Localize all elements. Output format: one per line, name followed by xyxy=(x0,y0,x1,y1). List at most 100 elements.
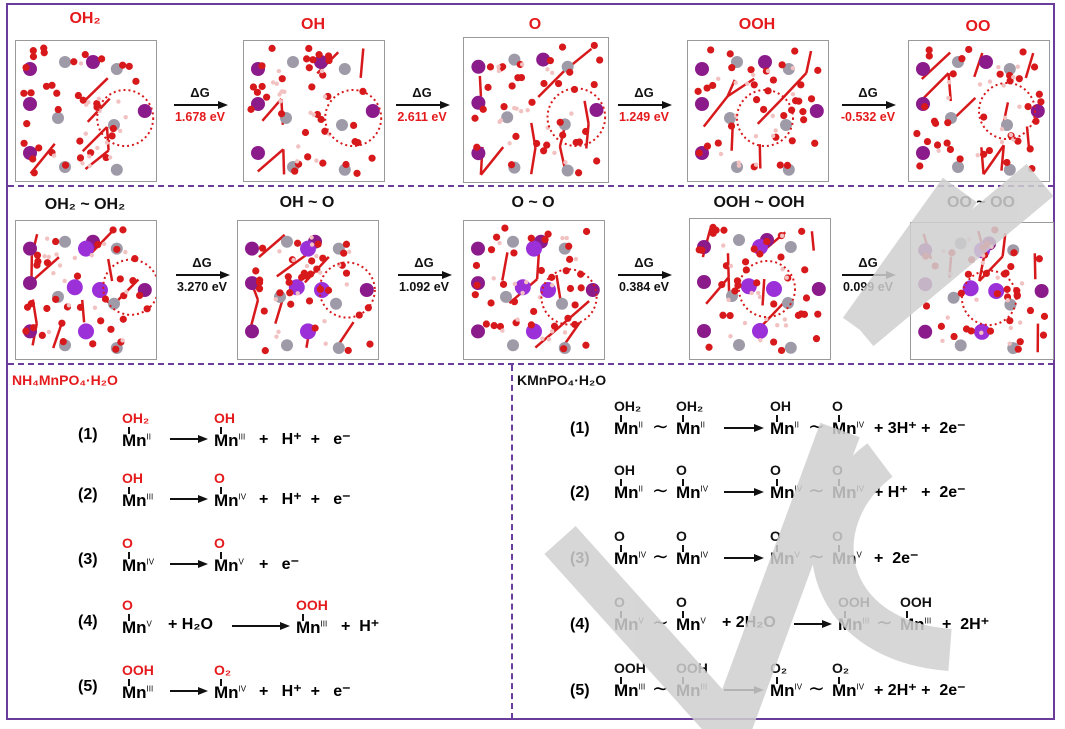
right-rx-4-arrow xyxy=(724,686,764,694)
right-rx-1-r2-metal: MnIV xyxy=(676,483,709,502)
right-rx-3-r1-ligand: O xyxy=(614,594,625,610)
right-rx-0-link2: ∼ xyxy=(808,416,825,438)
left-rx-3-arrow xyxy=(232,622,290,630)
left-rx-2-reactant-bond xyxy=(128,552,130,559)
left-rx-0-product-bond xyxy=(220,427,222,434)
top_row-label-2: O xyxy=(528,16,542,33)
top_row-energy-3: -0.532 eV xyxy=(840,110,896,124)
top_row-structure-0 xyxy=(15,40,157,182)
mid_row-crystal-3 xyxy=(695,223,826,355)
left-rx-2-product-ligand: O xyxy=(214,535,225,551)
right-rx-1-r1-ligand: OH xyxy=(614,462,635,478)
right-rx-0-r1-bond xyxy=(620,415,622,422)
right-rx-0-r2-metal: MnII xyxy=(676,419,705,438)
row-divider-1 xyxy=(8,185,1054,187)
right-panel-title: KMnPO₄·H₂O xyxy=(517,372,607,388)
right-rx-0-p2-ligand: O xyxy=(832,398,843,414)
top_row-label-1: OH xyxy=(301,16,325,33)
mid_row-dg-3: ΔG xyxy=(858,255,878,270)
right-rx-2-p1-metal: MnV xyxy=(770,549,800,568)
top_row-arrow-2 xyxy=(618,101,672,109)
mid_row-dg-1: ΔG xyxy=(414,255,434,270)
mid_row-energy-2: 0.384 eV xyxy=(618,280,670,294)
right-rx-1-p2-ligand: O xyxy=(832,462,843,478)
left-rx-3-reactant-ligand: O xyxy=(122,597,133,613)
right-rx-0-p1-bond xyxy=(776,415,778,422)
right-rx-4-r2-ligand: OOH xyxy=(676,660,708,676)
left-rx-4-product-bond xyxy=(220,679,222,686)
right-rx-2-r2-ligand: O xyxy=(676,528,687,544)
left-rx-1-reactant-bond xyxy=(128,487,130,494)
right-rx-1-link2: ∼ xyxy=(808,480,825,502)
right-rx-2-link1: ∼ xyxy=(652,546,669,568)
mid_row-crystal-4 xyxy=(918,226,1049,355)
right-rx-0-r2-ligand: OH₂ xyxy=(676,398,704,414)
right-rx-2-p2-metal: MnV xyxy=(832,549,862,568)
right-rx-1-r2-bond xyxy=(682,479,684,486)
left-rx-2-reactant-ligand: O xyxy=(122,535,133,551)
right-rx-2-number: (3) xyxy=(570,550,590,567)
left-rx-0-reactant-ligand: OH₂ xyxy=(122,410,150,426)
top_row-dg-3: ΔG xyxy=(858,85,878,100)
top_row-crystal-3 xyxy=(694,46,824,176)
top_row-arrow-3 xyxy=(842,101,896,109)
left-rx-1-number: (2) xyxy=(78,486,98,503)
right-rx-0-r1-ligand: OH₂ xyxy=(614,398,642,414)
left-rx-3-product-ligand: OOH xyxy=(296,597,328,613)
mid_row-step-3: ΔG 0.099 eV xyxy=(828,255,908,294)
left-rx-0-product-metal: MnIII xyxy=(214,431,246,450)
mid_row-structure-2 xyxy=(463,220,605,360)
top_row-label-0: OH₂ xyxy=(69,10,101,27)
left-panel-title: NH₄MnPO₄·H₂O xyxy=(12,372,118,388)
right-rx-3-r2-metal: MnV xyxy=(676,615,706,634)
mid_row-structure-1 xyxy=(237,220,379,360)
right-rx-4-r1-metal: MnIII xyxy=(614,681,646,700)
top_row-crystal-1 xyxy=(247,44,383,177)
right-rx-1-number: (2) xyxy=(570,484,590,501)
right-rx-3-arrow xyxy=(794,620,832,628)
top_row-energy-1: 2.611 eV xyxy=(397,110,447,124)
right-rx-0-link1: ∼ xyxy=(652,416,669,438)
top_row-step-1: ΔG 2.611 eV xyxy=(382,85,462,124)
mid_row-energy-3: 0.099 eV xyxy=(842,280,894,294)
figure-frame xyxy=(6,3,1055,720)
right-rx-3-link1: ∼ xyxy=(652,612,669,634)
left-rx-2-product-bond xyxy=(220,552,222,559)
right-rx-4-p1-ligand: O₂ xyxy=(770,660,788,676)
right-rx-3-p1-ligand: OOH xyxy=(838,594,870,610)
top_row-dg-0: ΔG xyxy=(190,85,210,100)
top_row-label-4: OO xyxy=(965,18,991,35)
top_row-crystal-0 xyxy=(20,44,155,177)
left-rx-2-arrow xyxy=(170,560,208,568)
mid_row-label-0: OH₂ ~ OH₂ xyxy=(44,196,126,213)
left-rx-4-products: + H⁺ + e⁻ xyxy=(259,683,351,700)
right-rx-1-products: + H⁺ + 2e⁻ xyxy=(874,484,966,501)
right-rx-3-extra: + 2H₂O xyxy=(722,614,776,631)
left-rx-4-arrow xyxy=(170,687,208,695)
left-rx-1-product-ligand: O xyxy=(214,470,225,486)
right-rx-1-r1-bond xyxy=(620,479,622,486)
left-rx-0-reactant-bond xyxy=(128,427,130,434)
right-rx-2-r1-metal: MnIV xyxy=(614,549,647,568)
left-rx-3-products: + H⁺ xyxy=(341,618,380,635)
right-rx-3-link2: ∼ xyxy=(876,612,893,634)
mid_row-label-1: OH ~ O xyxy=(279,194,335,211)
right-rx-4-products: + 2H⁺ + 2e⁻ xyxy=(874,682,966,699)
right-rx-0-number: (1) xyxy=(570,420,590,437)
mid_row-arrow-0 xyxy=(176,271,230,279)
right-rx-1-r2-ligand: O xyxy=(676,462,687,478)
left-rx-0-number: (1) xyxy=(78,426,98,443)
left-rx-1-reactant-metal: MnIII xyxy=(122,491,154,510)
top_row-step-3: ΔG -0.532 eV xyxy=(828,85,908,124)
right-rx-2-products: + 2e⁻ xyxy=(874,550,919,567)
right-rx-1-arrow xyxy=(724,488,764,496)
top_row-dg-1: ΔG xyxy=(412,85,432,100)
top_row-structure-4 xyxy=(908,40,1050,182)
left-rx-1-product-metal: MnIV xyxy=(214,491,247,510)
left-rx-3-reactant-bond xyxy=(128,614,130,621)
right-rx-3-number: (4) xyxy=(570,616,590,633)
top_row-arrow-1 xyxy=(396,101,450,109)
mid_row-label-4: OO ~ OO xyxy=(946,194,1015,211)
